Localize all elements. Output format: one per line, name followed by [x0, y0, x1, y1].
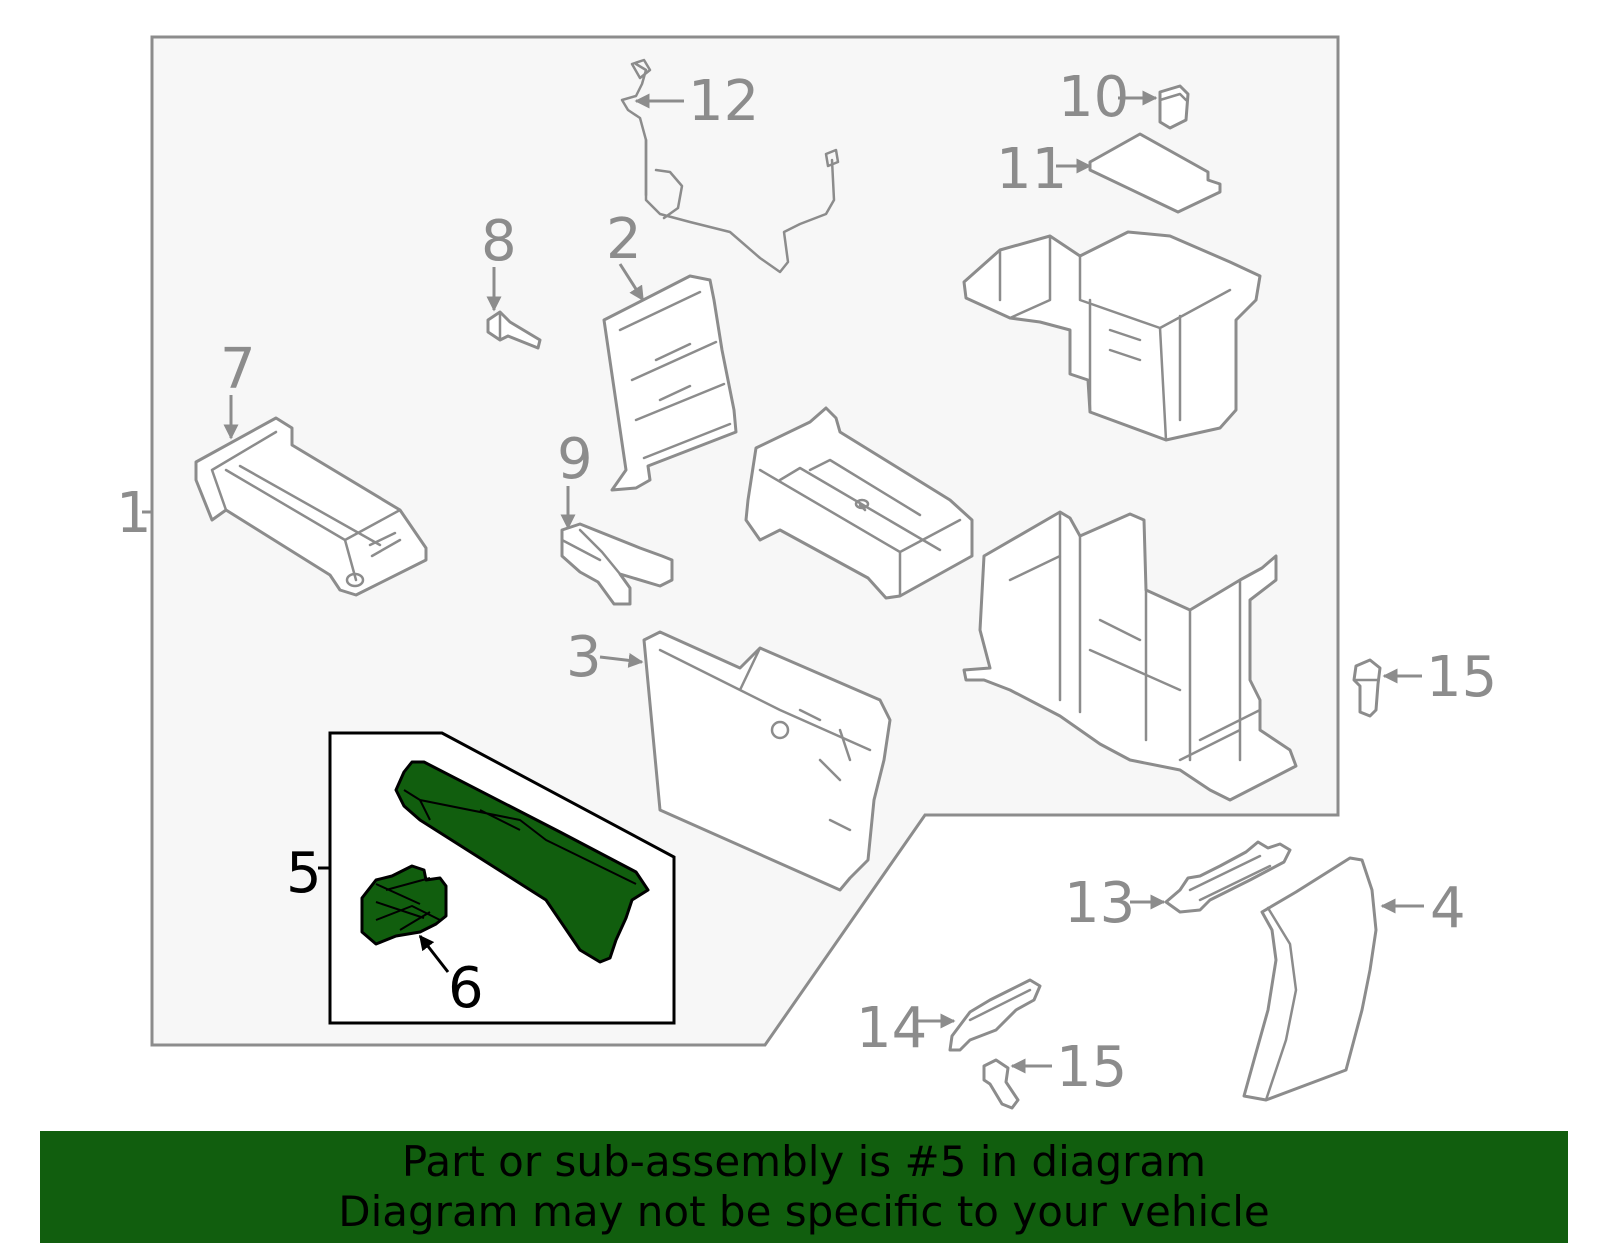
callout-11: 11 [996, 137, 1067, 202]
part-9-clip [560, 522, 674, 606]
part-6-clip-highlighted [360, 864, 448, 946]
callout-8: 8 [481, 209, 517, 274]
callout-10: 10 [1058, 65, 1129, 130]
callout-9: 9 [557, 427, 593, 492]
part-10-clip [1158, 84, 1190, 130]
storage-bin [962, 230, 1262, 442]
leader-6 [418, 934, 450, 973]
part-8-bolt [486, 310, 542, 350]
part-14-clip [948, 978, 1042, 1052]
callout-15-upper: 15 [1426, 645, 1497, 710]
console-carrier [744, 406, 974, 600]
callout-7: 7 [220, 337, 256, 402]
callout-5: 5 [286, 841, 322, 906]
callout-14: 14 [856, 996, 927, 1061]
callout-2: 2 [606, 207, 642, 272]
callout-12: 12 [688, 69, 759, 134]
callout-6: 6 [448, 956, 484, 1021]
callout-3: 3 [566, 625, 602, 690]
part-13-bracket [1164, 840, 1292, 914]
part-15-bolt-upper [1352, 658, 1382, 718]
part-4-endcap [1242, 856, 1378, 1102]
part-3-panel [642, 630, 892, 892]
banner-line-2: Diagram may not be specific to your vehi… [338, 1187, 1270, 1236]
console-frame [962, 510, 1298, 802]
leader-2 [618, 263, 645, 302]
leader-3 [599, 652, 644, 668]
part-7-tray [194, 416, 428, 597]
part-2-bracket [602, 274, 738, 492]
callout-15-lower: 15 [1056, 1035, 1127, 1100]
notice-banner: Part or sub-assembly is #5 in diagram Di… [40, 1131, 1568, 1243]
callout-4: 4 [1430, 876, 1466, 941]
banner-line-1: Part or sub-assembly is #5 in diagram [401, 1137, 1207, 1186]
callout-13: 13 [1064, 871, 1135, 936]
part-12-harness [620, 58, 840, 274]
part-11-mat [1088, 132, 1222, 214]
part-5-trim-highlighted [394, 760, 650, 964]
part-15-bolt-lower [982, 1058, 1020, 1110]
